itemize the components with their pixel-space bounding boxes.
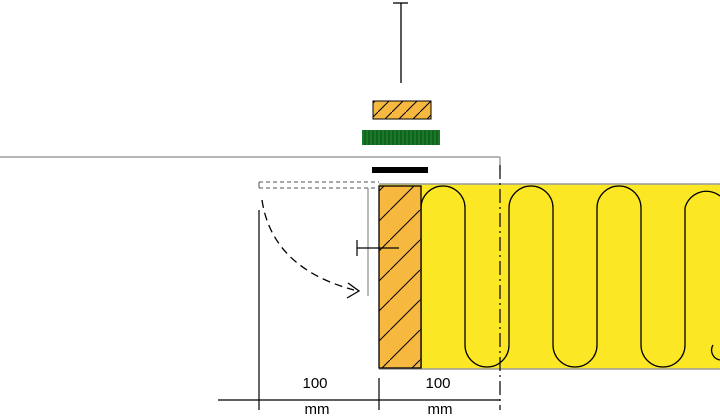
timber-batten-exploded [372, 100, 432, 120]
insulation-layer [379, 183, 720, 370]
fixing-into-stud [356, 240, 399, 256]
rotation-arrow [261, 199, 361, 299]
dimension-2-value: 100 [425, 375, 450, 392]
board-strip [372, 167, 428, 173]
membrane-strip [362, 130, 440, 145]
insulation-symbol-curve [420, 185, 720, 368]
original-position-dashed [258, 181, 379, 189]
dimension-2-unit: mm [428, 401, 453, 418]
dimension-1-value: 100 [302, 375, 327, 392]
dimension-1-unit: mm [305, 401, 330, 418]
fixing-symbol [393, 2, 408, 83]
timber-stud-section [378, 185, 422, 369]
dimension-lines [218, 378, 500, 410]
